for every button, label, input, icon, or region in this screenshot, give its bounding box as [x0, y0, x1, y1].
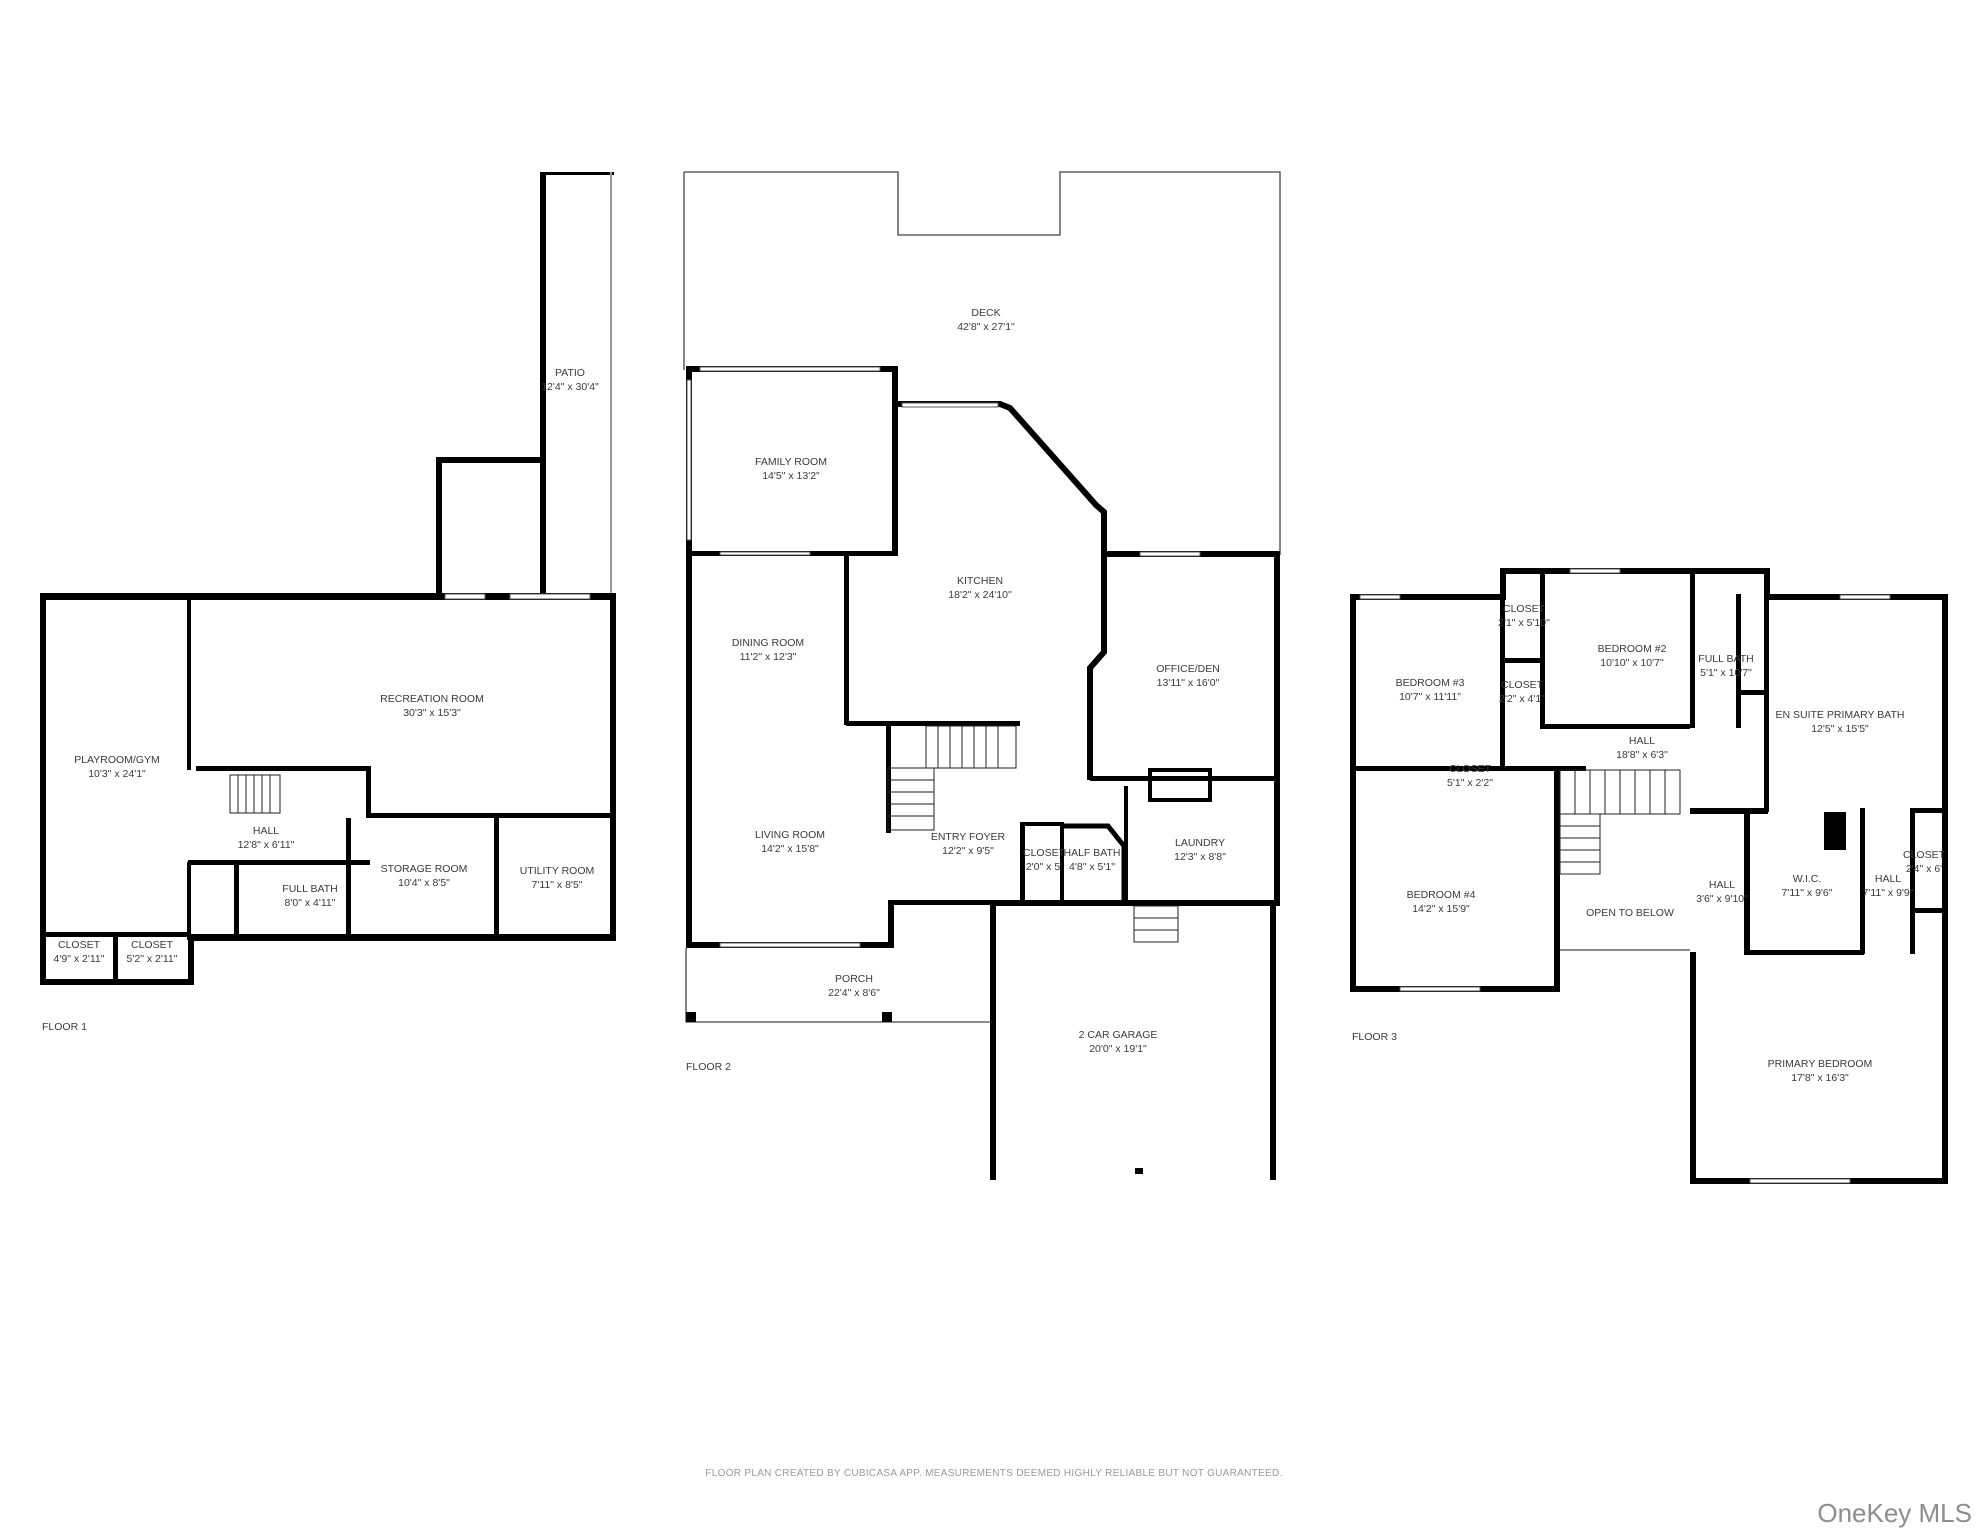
room-name: RECREATION ROOM	[380, 693, 484, 705]
room-name: FULL BATH	[282, 883, 337, 895]
room-dimensions: 10'4" x 8'5"	[398, 877, 450, 889]
room-dimensions: 2'2" x 4'1"	[1499, 693, 1545, 705]
room-name: BEDROOM #4	[1407, 889, 1476, 901]
room-name: KITCHEN	[957, 575, 1003, 587]
room-dimensions: 30'3" x 15'3"	[403, 707, 461, 719]
watermark: OneKey MLS	[1817, 1498, 1972, 1528]
room-dimensions: 2'1" x 5'10"	[1498, 617, 1550, 629]
room-dimensions: 5'1" x 2'2"	[1447, 777, 1493, 789]
room-name: CLOSET	[58, 939, 101, 951]
room-dimensions: 5'1" x 10'7"	[1700, 667, 1752, 679]
room-name: HALL	[1875, 873, 1901, 885]
footer-disclaimer: FLOOR PLAN CREATED BY CUBICASA APP. MEAS…	[705, 1468, 1282, 1479]
room-name: BEDROOM #2	[1598, 643, 1667, 655]
room-name: DINING ROOM	[732, 637, 804, 649]
room-dimensions: 12'8" x 6'11"	[238, 839, 295, 851]
room-dimensions: 12'2" x 9'5"	[942, 845, 994, 857]
floor-3-plan	[1350, 568, 1948, 1184]
room-dimensions: 22'4" x 8'6"	[828, 987, 880, 999]
floor-1-stairs	[229, 774, 281, 814]
room-name: FAMILY ROOM	[755, 456, 827, 468]
room-dimensions: 3'6" x 9'10"	[1696, 893, 1748, 905]
room-dimensions: 18'2" x 24'10"	[948, 589, 1012, 601]
room-dimensions: 11'2" x 12'3"	[740, 651, 797, 663]
room-dimensions: 14'5" x 13'2"	[762, 470, 820, 482]
room-name: OFFICE/DEN	[1156, 663, 1220, 675]
room-name: BEDROOM #3	[1396, 677, 1465, 689]
room-dimensions: 7'11" x 9'6"	[1782, 887, 1833, 899]
room-dimensions: 4'8" x 5'1"	[1069, 861, 1115, 873]
room-dimensions: 2'0" x 5'	[1026, 861, 1062, 873]
room-name: 2 CAR GARAGE	[1079, 1029, 1158, 1041]
room-name: PATIO	[555, 367, 585, 379]
room-dimensions: 18'8" x 6'3"	[1616, 749, 1668, 761]
room-dimensions: 13'11" x 16'0"	[1157, 677, 1220, 689]
room-name: LIVING ROOM	[755, 829, 825, 841]
floor-1-label: FLOOR 1	[42, 1021, 87, 1033]
room-name: PLAYROOM/GYM	[74, 754, 160, 766]
room-name: STORAGE ROOM	[381, 863, 468, 875]
room-name: CLOSET	[1449, 763, 1492, 775]
room-dimensions: 4'9" x 2'11"	[54, 953, 105, 965]
floor-2-plan	[683, 171, 1281, 1180]
room-dimensions: 10'3" x 24'1"	[88, 768, 146, 780]
room-dimensions: 17'8" x 16'3"	[1791, 1072, 1849, 1084]
room-dimensions: 12'5" x 15'5"	[1811, 723, 1869, 735]
room-name: EN SUITE PRIMARY BATH	[1776, 709, 1905, 721]
room-dimensions: 7'11" x 9'9"	[1863, 887, 1914, 899]
room-dimensions: 14'2" x 15'9"	[1412, 903, 1470, 915]
room-labels: PATIO 12'4" x 30'4" RECREATION ROOM 30'3" x…	[54, 307, 1946, 1084]
room-name: CLOSET	[1903, 849, 1946, 861]
room-name: LAUNDRY	[1175, 837, 1225, 849]
room-name: CLOSET	[131, 939, 174, 951]
room-dimensions: 5'2" x 2'11"	[127, 953, 178, 965]
room-name: PRIMARY BEDROOM	[1768, 1058, 1873, 1070]
room-name: HALF BATH	[1064, 847, 1121, 859]
room-dimensions: 12'4" x 30'4"	[541, 381, 599, 393]
room-dimensions: 2'4" x 6'	[1906, 863, 1942, 875]
room-name: CLOSET	[1503, 603, 1546, 615]
room-name: ENTRY FOYER	[931, 831, 1006, 843]
room-dimensions: 8'0" x 4'11"	[285, 897, 336, 909]
room-name: FULL BATH	[1698, 653, 1753, 665]
room-name: CLOSET	[1501, 679, 1544, 691]
room-name: CLOSET	[1023, 847, 1066, 859]
room-dimensions: 42'8" x 27'1"	[957, 321, 1015, 333]
room-name: PORCH	[835, 973, 873, 985]
room-dimensions: 12'3" x 8'8"	[1174, 851, 1226, 863]
room-name: DECK	[971, 307, 1000, 319]
floor-2-label: FLOOR 2	[686, 1061, 731, 1073]
floor-3-label: FLOOR 3	[1352, 1031, 1397, 1043]
floor-1-plan	[40, 172, 616, 985]
room-name: W.I.C.	[1793, 873, 1822, 885]
room-dimensions: 7'11" x 8'5"	[532, 879, 583, 891]
room-name: UTILITY ROOM	[520, 865, 594, 877]
room-name: HALL	[1629, 735, 1655, 747]
room-dimensions: 10'7" x 11'11"	[1399, 691, 1461, 703]
room-name: OPEN TO BELOW	[1586, 907, 1674, 919]
room-name: HALL	[253, 825, 279, 837]
room-dimensions: 10'10" x 10'7"	[1600, 657, 1664, 669]
floor-3-stairs	[1559, 769, 1681, 875]
room-dimensions: 14'2" x 15'8"	[761, 843, 819, 855]
floor-2-stairs	[887, 725, 1179, 943]
room-name: HALL	[1709, 879, 1735, 891]
room-dimensions: 20'0" x 19'1"	[1089, 1043, 1147, 1055]
